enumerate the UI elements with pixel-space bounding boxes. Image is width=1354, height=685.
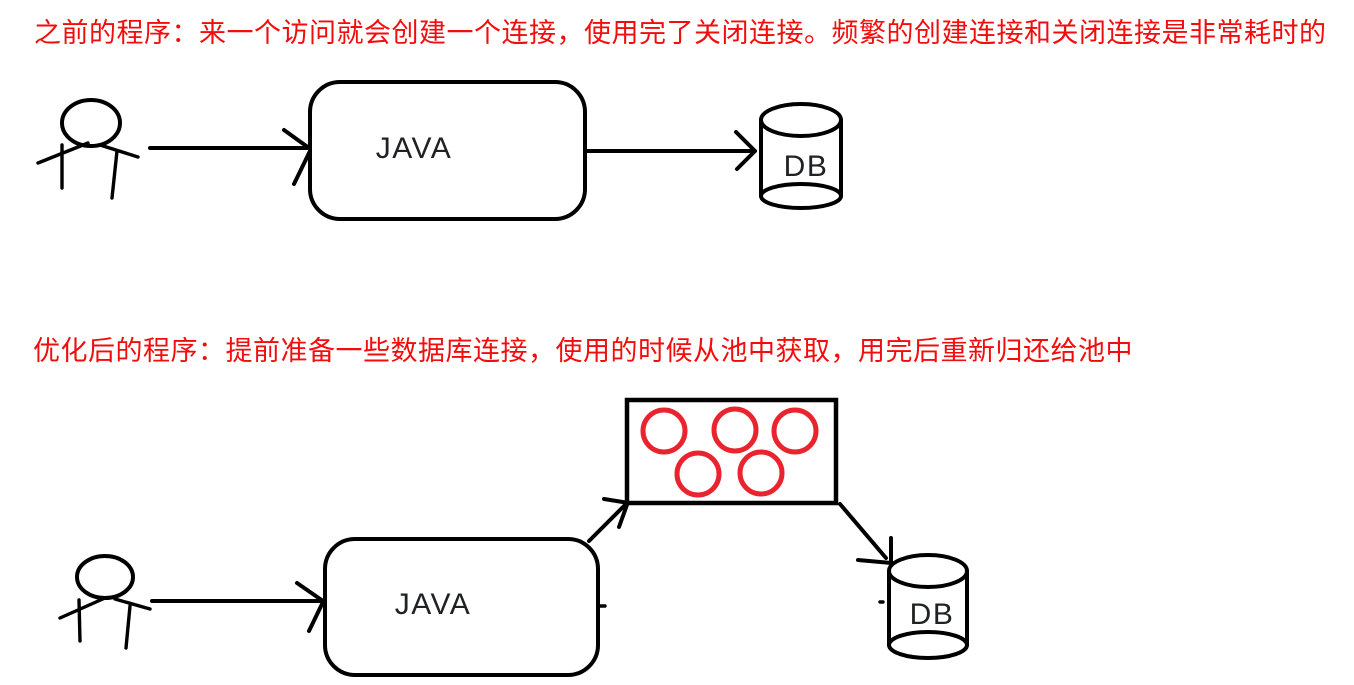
- cylinder-bottom: [759, 182, 843, 210]
- arrowhead-lower: [617, 500, 630, 529]
- after-java-label: JAVA: [394, 588, 472, 621]
- user-head: [60, 98, 122, 148]
- after-heading: 优化后的程序：提前准备一些数据库连接，使用的时候从池中获取，用完后重新归还给池中: [33, 336, 1133, 366]
- connection-circle: [737, 449, 785, 497]
- connection-circle: [711, 406, 759, 454]
- connection-circle: [674, 450, 722, 498]
- user-arm-left: [58, 596, 107, 620]
- before-user-stick-figure: [36, 98, 140, 200]
- arrowhead-lower: [307, 600, 325, 633]
- cylinder-top: [887, 553, 969, 589]
- arrow-shaft: [587, 501, 629, 543]
- user-head: [75, 554, 135, 600]
- user-arm-right: [113, 597, 152, 611]
- after-request-arrow: [150, 581, 325, 633]
- user-arm-right: [98, 143, 140, 159]
- user-leg-right: [110, 149, 119, 200]
- arrowhead-upper: [734, 130, 757, 153]
- before-java-label: JAVA: [375, 132, 453, 165]
- pool-to-db-arrow: [838, 502, 893, 566]
- before-heading: 之前的程序：来一个访问就会创建一个连接，使用完了关闭连接。频繁的创建连接和关闭连…: [34, 18, 1327, 48]
- before-request-arrow: [148, 128, 313, 186]
- after-db-cylinder: [887, 553, 969, 660]
- connection-circle: [640, 407, 688, 455]
- before-java-to-db-arrow: [583, 130, 757, 171]
- cylinder-top: [759, 102, 843, 138]
- user-leg-right: [124, 604, 132, 650]
- user-leg-left: [77, 598, 82, 643]
- arrowhead-upper: [295, 581, 325, 603]
- connection-circle: [771, 407, 819, 455]
- arrowhead-upper: [282, 128, 311, 150]
- java-to-pool-arrow: [587, 497, 631, 543]
- arrow-shaft: [838, 502, 888, 560]
- before-db-label: DB: [783, 150, 829, 183]
- arrowhead-lower: [735, 149, 757, 171]
- after-db-label: DB: [909, 598, 955, 631]
- after-user-stick-figure: [58, 554, 152, 650]
- arrowhead-left: [856, 558, 893, 565]
- before-db-cylinder: [759, 102, 843, 210]
- cylinder-bottom: [887, 630, 969, 660]
- pool-connections: [640, 406, 819, 498]
